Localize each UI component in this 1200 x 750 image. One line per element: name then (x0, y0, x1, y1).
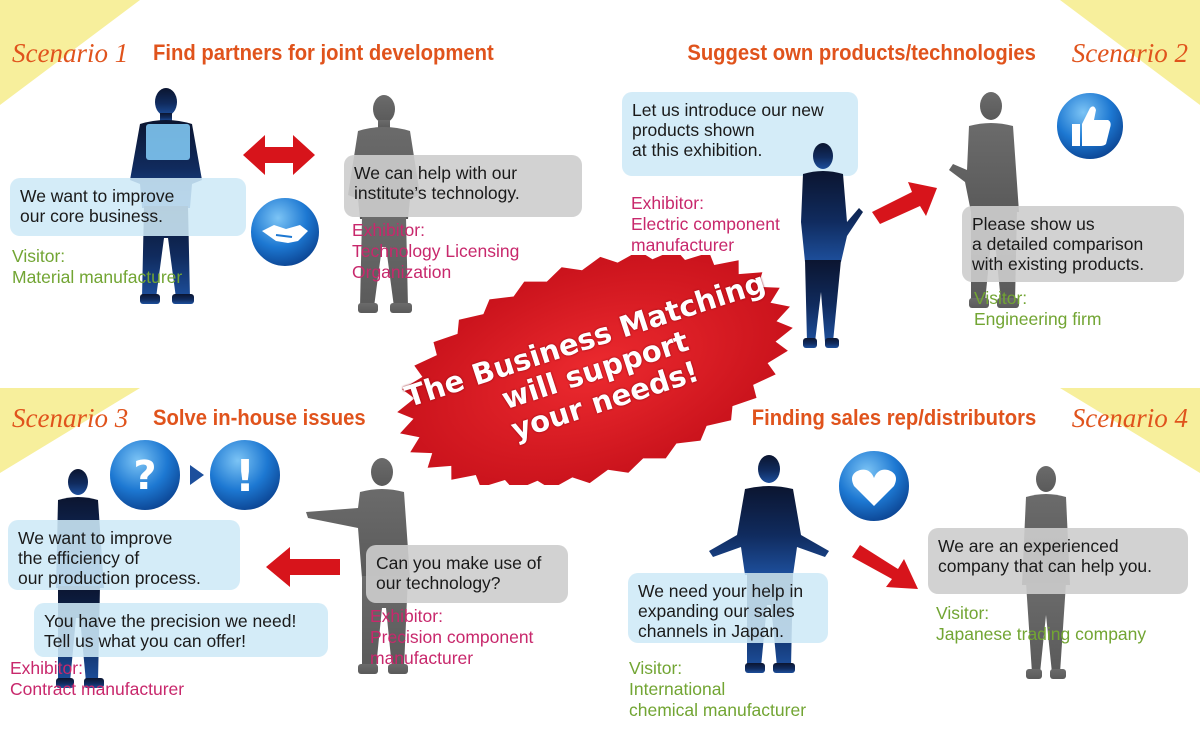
exhibitor-label-scenario-1: Exhibitor: Technology Licensing Organiza… (352, 220, 520, 282)
scenario-3-title: Solve in-house issues (153, 405, 366, 430)
speech-bubble-right-scenario-4: We are an experienced company that can h… (928, 528, 1188, 594)
visitor-figure-left-scenario-4 (709, 455, 829, 673)
scenario-2-title: Suggest own products/technologies (687, 40, 1036, 65)
visitor-label-scenario-2: Visitor: Engineering firm (974, 288, 1102, 329)
scenario-3-label: Scenario 3 (12, 403, 129, 433)
speech-bubble-right-scenario-3: Can you make use of our technology? (366, 545, 568, 603)
exhibitor-label-left-scenario-3: Exhibitor: Contract manufacturer (10, 658, 185, 699)
handshake-icon (249, 196, 321, 268)
speech-bubble-exhibitor-scenario-2: Let us introduce our new products shown … (622, 92, 858, 176)
exhibitor-figure-scenario-2 (801, 143, 863, 348)
exhibitor-label-scenario-2: Exhibitor: Electric component manufactur… (631, 193, 780, 255)
speech-bubble-left-scenario-4: We need your help in expanding our sales… (628, 573, 828, 643)
speech-bubble-1-scenario-3: We want to improve the efficiency of our… (8, 520, 240, 590)
speech-bubble-visitor-scenario-1: We want to improve our core business. (10, 178, 246, 236)
corner-decoration-top-right (1060, 0, 1200, 105)
corner-decoration-mid-right (1060, 388, 1200, 473)
visitor-label-left-scenario-4: Visitor: International chemical manufact… (629, 658, 807, 720)
scenario-1-label: Scenario 1 (12, 38, 129, 68)
arrow-right-icon-scenario-4 (852, 545, 918, 589)
small-arrow-icon (190, 465, 204, 485)
speech-bubble-visitor-scenario-2: Please show us a detailed comparison wit… (962, 206, 1184, 282)
scenario-1-title: Find partners for joint development (153, 40, 494, 65)
exhibitor-label-right-scenario-3: Exhibitor: Precision component manufactu… (370, 606, 534, 668)
question-icon: ? (108, 438, 182, 512)
corner-decoration-top-left (0, 0, 140, 105)
scenario-2-label: Scenario 2 (1071, 38, 1188, 68)
arrow-right-icon-scenario-2 (872, 182, 937, 224)
svg-text:?: ? (133, 453, 156, 499)
visitor-label-right-scenario-4: Visitor: Japanese trading company (936, 603, 1147, 644)
exclamation-icon: ! (208, 438, 282, 512)
double-arrow-icon (243, 135, 315, 175)
business-matching-stamp (397, 255, 793, 485)
scenario-4-label: Scenario 4 (1071, 403, 1188, 433)
thumbs-up-icon (1055, 91, 1125, 161)
visitor-label-scenario-1: Visitor: Material manufacturer (12, 246, 183, 287)
heart-icon (837, 449, 911, 523)
arrow-left-icon-scenario-3 (266, 547, 340, 587)
scenario-4-title: Finding sales rep/distributors (751, 405, 1036, 430)
speech-bubble-2-scenario-3: You have the precision we need! Tell us … (34, 603, 328, 657)
svg-text:!: ! (235, 451, 255, 502)
corner-decoration-mid-left (0, 388, 140, 473)
speech-bubble-exhibitor-scenario-1: We can help with our institute’s technol… (344, 155, 582, 217)
